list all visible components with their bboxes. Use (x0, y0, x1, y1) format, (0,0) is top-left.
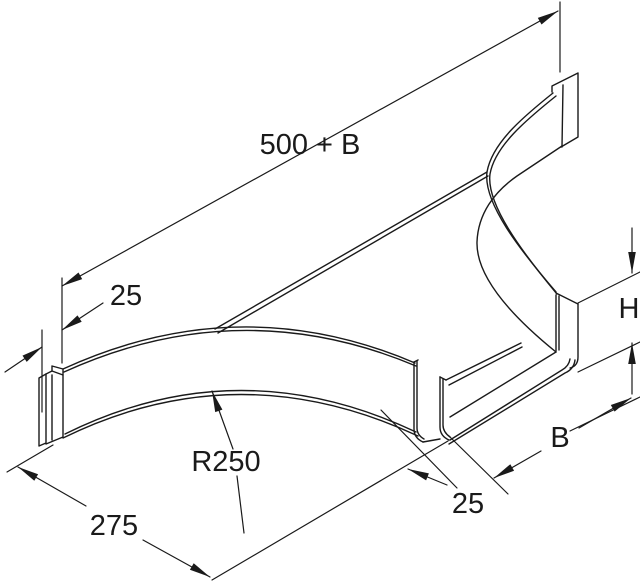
ext-275-left (6, 444, 54, 473)
ext-275-right (211, 440, 449, 581)
dimension-arrowheads (18, 11, 636, 577)
arrow-275-a (18, 467, 39, 481)
dim-label-radius: R250 (191, 446, 260, 478)
ext-25-bottom-left (380, 409, 458, 489)
dim-label-left-section-length: 275 (90, 510, 138, 542)
ext-25-bottom-right (448, 435, 509, 495)
dim-label-tray-width: B (550, 422, 569, 454)
front-wall-bottom-curve (62, 389, 419, 439)
part-outline (38, 72, 579, 447)
arrow-width-a (494, 464, 515, 478)
ext-height-top (577, 271, 640, 304)
arrow-left25-a (22, 347, 42, 362)
branch-wall-outer-curve (486, 92, 558, 295)
arrow-bottom25 (408, 469, 429, 481)
arrow-overall-right (537, 11, 558, 25)
dim-label-left-flange-width: 25 (110, 280, 142, 312)
branch-flange (551, 72, 579, 148)
extension-lines (6, 1, 640, 581)
dimension-lines (4, 10, 633, 578)
arrow-height-bottom (628, 343, 636, 364)
front-wall-top-curve (62, 326, 417, 373)
wall-slot-right-tab (439, 342, 523, 441)
ext-height-bottom (577, 341, 640, 373)
arrow-left25-b (62, 315, 82, 330)
dim-label-rail-height: H (619, 293, 640, 325)
arrow-radius (212, 391, 223, 413)
rear-wall-top-edge (214, 171, 489, 334)
branch-wall-inner-curve (476, 145, 563, 353)
floor-right-edges (448, 351, 576, 445)
arrow-overall-left (62, 272, 83, 286)
dimline-overall-length (61, 10, 559, 287)
ext-width-right (569, 396, 640, 432)
left-flange (38, 365, 64, 447)
right-end-flange (555, 292, 579, 369)
dimension-labels: 500 + B 25 R250 275 25 B H (90, 129, 640, 542)
arrow-width-b (610, 398, 631, 412)
dim-label-overall-length: 500 + B (260, 129, 361, 161)
wall-slot-left-tab (413, 359, 441, 443)
leader-radius-b (236, 475, 245, 534)
dim-label-right-flange-width: 25 (452, 488, 484, 520)
arrow-275-b (189, 563, 210, 577)
arrow-height-top (628, 252, 636, 273)
